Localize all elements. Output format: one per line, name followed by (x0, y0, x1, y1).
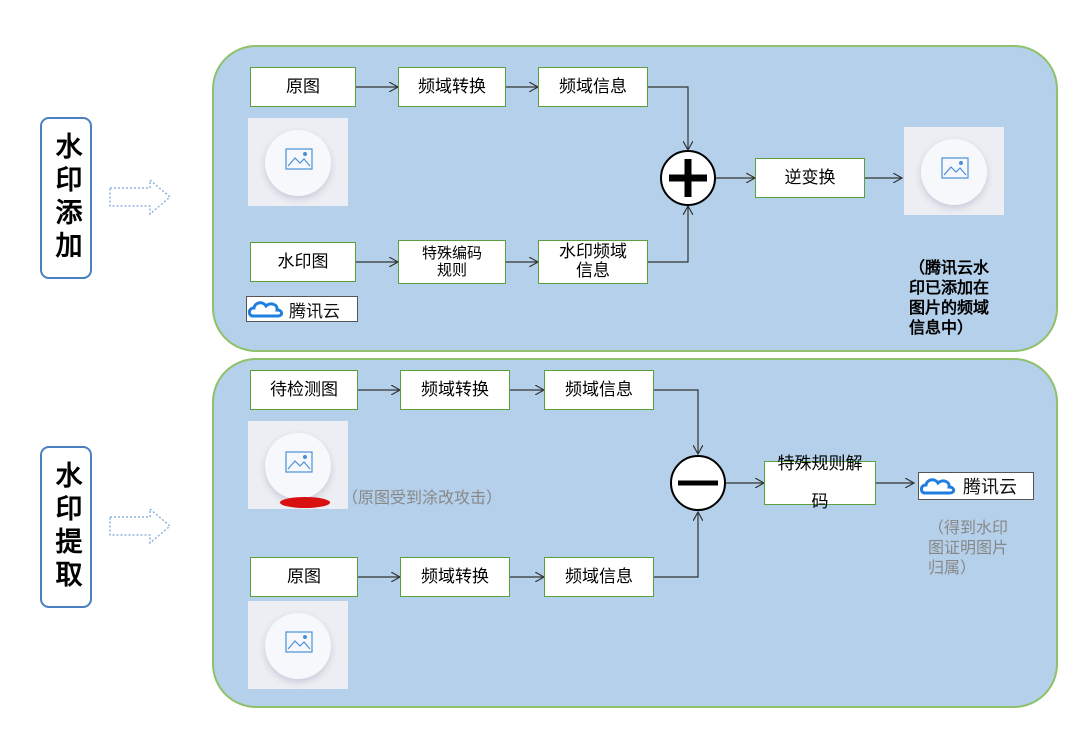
side-label-add: 水印添加 (40, 117, 92, 279)
tencent-cloud-result-logo: 腾讯云 (918, 472, 1034, 500)
image-icon (941, 157, 969, 179)
plus-operator-icon (660, 150, 716, 206)
box-watermark-image: 水印图 (250, 242, 356, 282)
watermark-extract-panel (212, 358, 1058, 708)
attack-note: （原图受到涂改攻击） (342, 488, 503, 507)
box-frequency-info: 频域信息 (538, 67, 648, 107)
box-special-encoding-rule: 特殊编码规则 (398, 240, 506, 284)
box-watermark-frequency-info: 水印频域信息 (538, 240, 648, 284)
minus-operator-icon (670, 455, 726, 511)
watermark-added-note: （腾讯云水 印已添加在 图片的频域 信息中） (909, 258, 990, 337)
result-note: （得到水印 图证明图片 归属） (928, 518, 1009, 577)
box-special-rule-decode: 特殊规则解码 (764, 454, 876, 511)
image-to-check-thumbnail (248, 421, 348, 509)
side-label-extract: 水印提取 (40, 446, 92, 608)
box-frequency-info-original: 频域信息 (544, 557, 654, 597)
cloud-logo-icon (247, 301, 284, 318)
original-image-thumbnail (248, 118, 348, 206)
image-icon (285, 631, 313, 653)
box-original-image: 原图 (250, 67, 356, 107)
box-frequency-transform-original: 频域转换 (400, 557, 510, 597)
hollow-arrow-extract-icon (109, 507, 172, 545)
box-original-image-extract: 原图 (250, 557, 358, 597)
cloud-logo-icon (919, 478, 956, 495)
box-inverse-transform: 逆变换 (755, 158, 865, 198)
box-frequency-transform: 频域转换 (398, 67, 506, 107)
tamper-mark (280, 497, 330, 508)
image-icon (285, 148, 313, 170)
image-icon (285, 451, 313, 473)
box-image-to-check: 待检测图 (250, 370, 358, 410)
box-frequency-transform-check: 频域转换 (400, 370, 510, 410)
output-image-thumbnail (904, 127, 1004, 215)
hollow-arrow-add-icon (109, 178, 172, 216)
box-frequency-info-check: 频域信息 (544, 370, 654, 410)
original-image-extract-thumbnail (248, 601, 348, 689)
tencent-cloud-logo: 腾讯云 (246, 296, 358, 322)
